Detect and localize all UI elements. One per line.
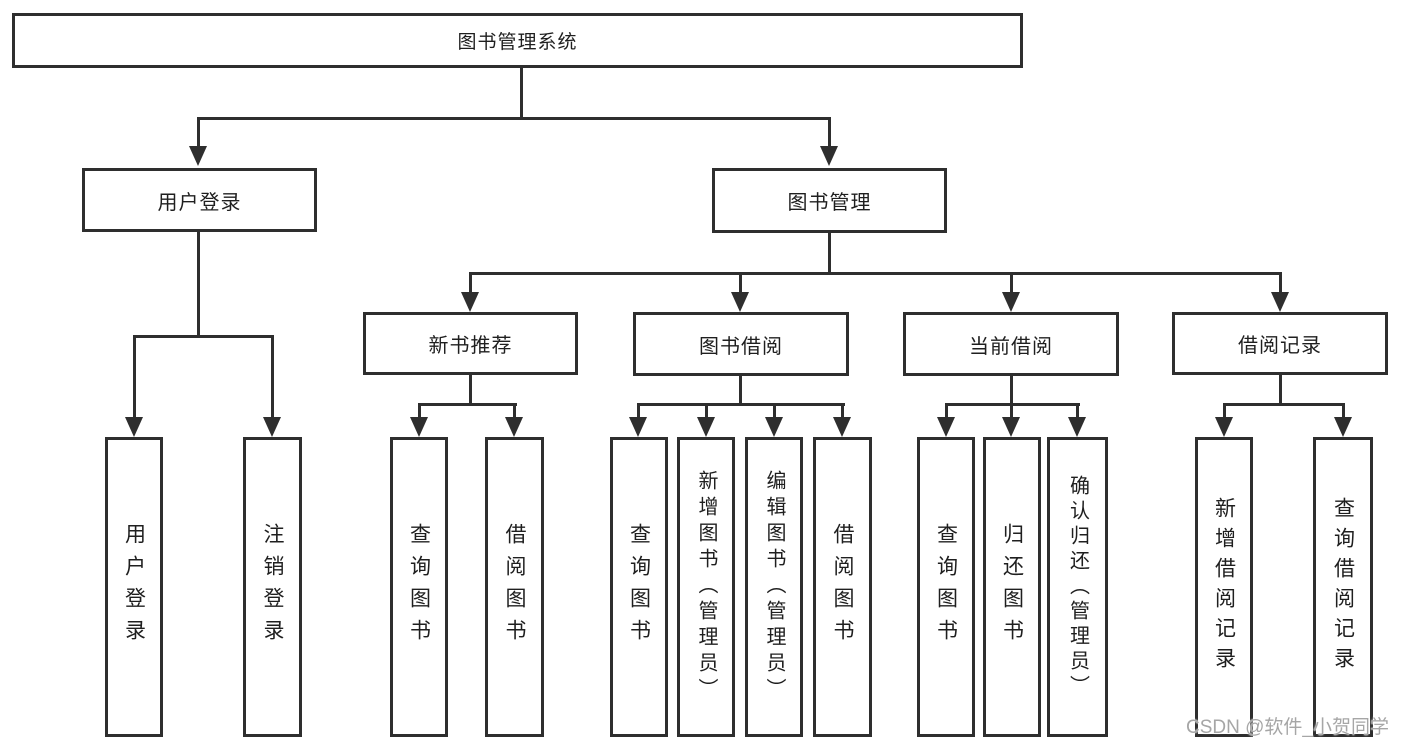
- node-book-borrowing: 图书借阅: [633, 312, 849, 376]
- leaf-query-borrow-record: 查询借阅记录: [1313, 437, 1373, 737]
- node-label: 新增借阅记录: [1212, 497, 1236, 677]
- node-label: 查询图书: [627, 523, 651, 651]
- arrowhead-down-icon: [629, 417, 647, 437]
- leaf-borrow-books-recommend: 借阅图书: [485, 437, 544, 737]
- leaf-borrow-books: 借阅图书: [813, 437, 872, 737]
- connector-line: [520, 66, 523, 120]
- node-current-borrowing: 当前借阅: [903, 312, 1119, 376]
- node-label: 新书推荐: [428, 335, 513, 357]
- arrowhead-down-icon: [833, 417, 851, 437]
- node-label: 确认归还（管理员）: [1066, 474, 1089, 700]
- node-label: 借阅图书: [503, 523, 526, 651]
- arrowhead-down-icon: [410, 417, 428, 437]
- connector-line: [1010, 373, 1013, 406]
- node-label: 查询图书: [407, 523, 431, 651]
- arrowhead-down-icon: [189, 146, 207, 166]
- node-borrowing-records: 借阅记录: [1172, 312, 1388, 375]
- connector-line: [637, 403, 640, 419]
- arrowhead-down-icon: [461, 292, 479, 312]
- node-new-book-recommend: 新书推荐: [363, 312, 578, 375]
- leaf-query-books-borrowing: 查询图书: [610, 437, 668, 737]
- arrowhead-down-icon: [937, 417, 955, 437]
- arrowhead-down-icon: [1271, 292, 1289, 312]
- connector-line: [513, 403, 516, 419]
- arrowhead-down-icon: [1334, 417, 1352, 437]
- connector-line: [739, 272, 742, 295]
- arrowhead-down-icon: [820, 146, 838, 166]
- node-label: 借阅记录: [1238, 335, 1322, 357]
- connector-line: [197, 117, 200, 150]
- node-label: 归还图书: [1000, 523, 1024, 651]
- node-label: 查询借阅记录: [1331, 497, 1355, 677]
- node-label: 借阅图书: [831, 523, 854, 651]
- node-label: 图书借阅: [699, 335, 783, 358]
- node-user-login: 用户登录: [82, 168, 317, 232]
- arrowhead-down-icon: [263, 417, 281, 437]
- connector-line: [841, 403, 844, 419]
- connector-line: [469, 272, 472, 295]
- arrowhead-down-icon: [505, 417, 523, 437]
- connector-line: [418, 403, 517, 406]
- connector-line: [133, 335, 136, 419]
- connector-line: [637, 403, 845, 406]
- leaf-return-books: 归还图书: [983, 437, 1041, 737]
- arrowhead-down-icon: [731, 292, 749, 312]
- node-label: 新增图书（管理员）: [695, 470, 717, 704]
- node-label: 注销登录: [261, 523, 284, 651]
- connector-line: [1223, 403, 1345, 406]
- arrowhead-down-icon: [697, 417, 715, 437]
- connector-line: [197, 117, 831, 120]
- connector-line: [828, 117, 831, 150]
- leaf-confirm-return-admin: 确认归还（管理员）: [1047, 437, 1108, 737]
- connector-line: [705, 403, 708, 419]
- node-library-management-system: 图书管理系统: [12, 13, 1023, 68]
- arrowhead-down-icon: [1215, 417, 1233, 437]
- connector-line: [418, 403, 421, 419]
- csdn-watermark: CSDN @软件_小贺同学: [1186, 717, 1389, 738]
- node-label: 图书管理系统: [457, 32, 578, 53]
- leaf-add-books-admin: 新增图书（管理员）: [677, 437, 735, 737]
- arrowhead-down-icon: [1068, 417, 1086, 437]
- connector-line: [945, 403, 948, 419]
- node-label: 查询图书: [934, 523, 958, 651]
- connector-line: [1010, 403, 1013, 419]
- node-book-management: 图书管理: [712, 168, 947, 233]
- leaf-user-login: 用户登录: [105, 437, 163, 737]
- connector-line: [469, 272, 1282, 275]
- leaf-logout: 注销登录: [243, 437, 302, 737]
- connector-line: [469, 373, 472, 406]
- arrowhead-down-icon: [765, 417, 783, 437]
- connector-line: [1223, 403, 1226, 419]
- leaf-query-books-current: 查询图书: [917, 437, 975, 737]
- node-label: 用户登录: [122, 523, 146, 651]
- connector-line: [828, 231, 831, 275]
- connector-line: [133, 335, 274, 338]
- connector-line: [271, 335, 274, 419]
- connector-line: [1076, 403, 1079, 419]
- connector-line: [1010, 272, 1013, 295]
- arrowhead-down-icon: [1002, 292, 1020, 312]
- node-label: 当前借阅: [969, 335, 1053, 358]
- leaf-add-borrow-record: 新增借阅记录: [1195, 437, 1253, 737]
- arrowhead-down-icon: [1002, 417, 1020, 437]
- node-label: 图书管理: [787, 192, 872, 214]
- arrowhead-down-icon: [125, 417, 143, 437]
- leaf-edit-books-admin: 编辑图书（管理员）: [745, 437, 803, 737]
- connector-line: [739, 373, 742, 406]
- connector-line: [1342, 403, 1345, 419]
- connector-line: [773, 403, 776, 419]
- connector-line: [1279, 272, 1282, 295]
- node-label: 用户登录: [157, 191, 242, 214]
- leaf-query-books-recommend: 查询图书: [390, 437, 448, 737]
- connector-line: [1279, 373, 1282, 406]
- node-label: 编辑图书（管理员）: [763, 470, 785, 704]
- connector-line: [197, 230, 200, 338]
